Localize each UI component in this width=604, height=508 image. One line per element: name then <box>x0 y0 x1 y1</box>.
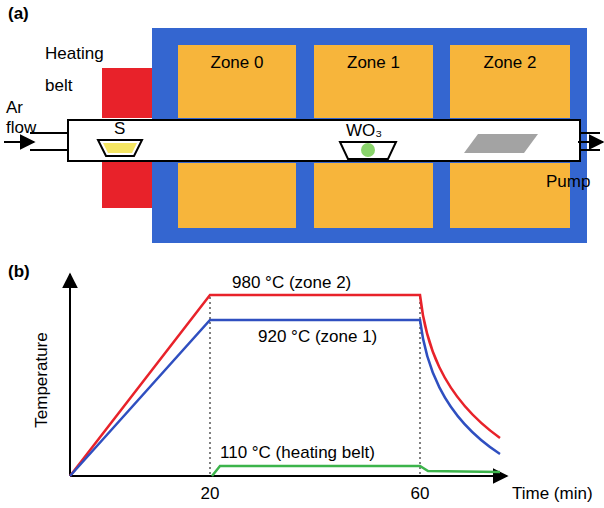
axis-title: Temperature <box>32 332 52 427</box>
belt-profile <box>212 466 500 476</box>
gas-label: Ar flow <box>6 98 46 138</box>
precursor-label: WO₃ <box>346 121 382 141</box>
node-heading: Heating belt <box>45 38 115 102</box>
pump-label: Pump <box>546 172 590 192</box>
tick-label: 60 <box>411 484 430 504</box>
heating-belt <box>102 162 152 208</box>
y-axis <box>69 274 71 476</box>
flow-arrow <box>578 141 603 143</box>
sulfur-powder <box>103 143 137 153</box>
zone2-profile <box>70 295 500 476</box>
tick-label: 20 <box>201 484 220 504</box>
guide-line <box>210 297 211 476</box>
boat <box>340 142 396 159</box>
heating-belt: Heating belt <box>102 68 152 118</box>
zone-box: Zone 2 <box>450 45 570 118</box>
zone-box: Zone 0 <box>178 45 296 118</box>
curve-label: 110 °C (heating belt) <box>220 443 375 463</box>
zone-heater <box>178 163 296 228</box>
flow-arrow <box>4 141 34 143</box>
x-axis <box>70 475 507 477</box>
zone-heater <box>314 163 433 228</box>
axis-title: Time (min) <box>512 484 593 504</box>
quartz-tube <box>68 120 580 161</box>
precursor <box>361 143 375 157</box>
zone-label: Zone 2 <box>450 45 570 73</box>
curve-label: 980 °C (zone 2) <box>232 273 351 293</box>
boat <box>98 140 142 156</box>
panel-label: (b) <box>8 262 30 282</box>
zone1-profile <box>70 320 500 476</box>
panel-label: (a) <box>8 4 29 24</box>
source-label: S <box>114 119 125 139</box>
zone-label: Zone 1 <box>314 45 433 73</box>
substrate <box>464 134 538 153</box>
zone-box: Zone 1 <box>314 45 433 118</box>
curve-label: 920 °C (zone 1) <box>258 327 377 347</box>
zone-label: Zone 0 <box>178 45 296 73</box>
